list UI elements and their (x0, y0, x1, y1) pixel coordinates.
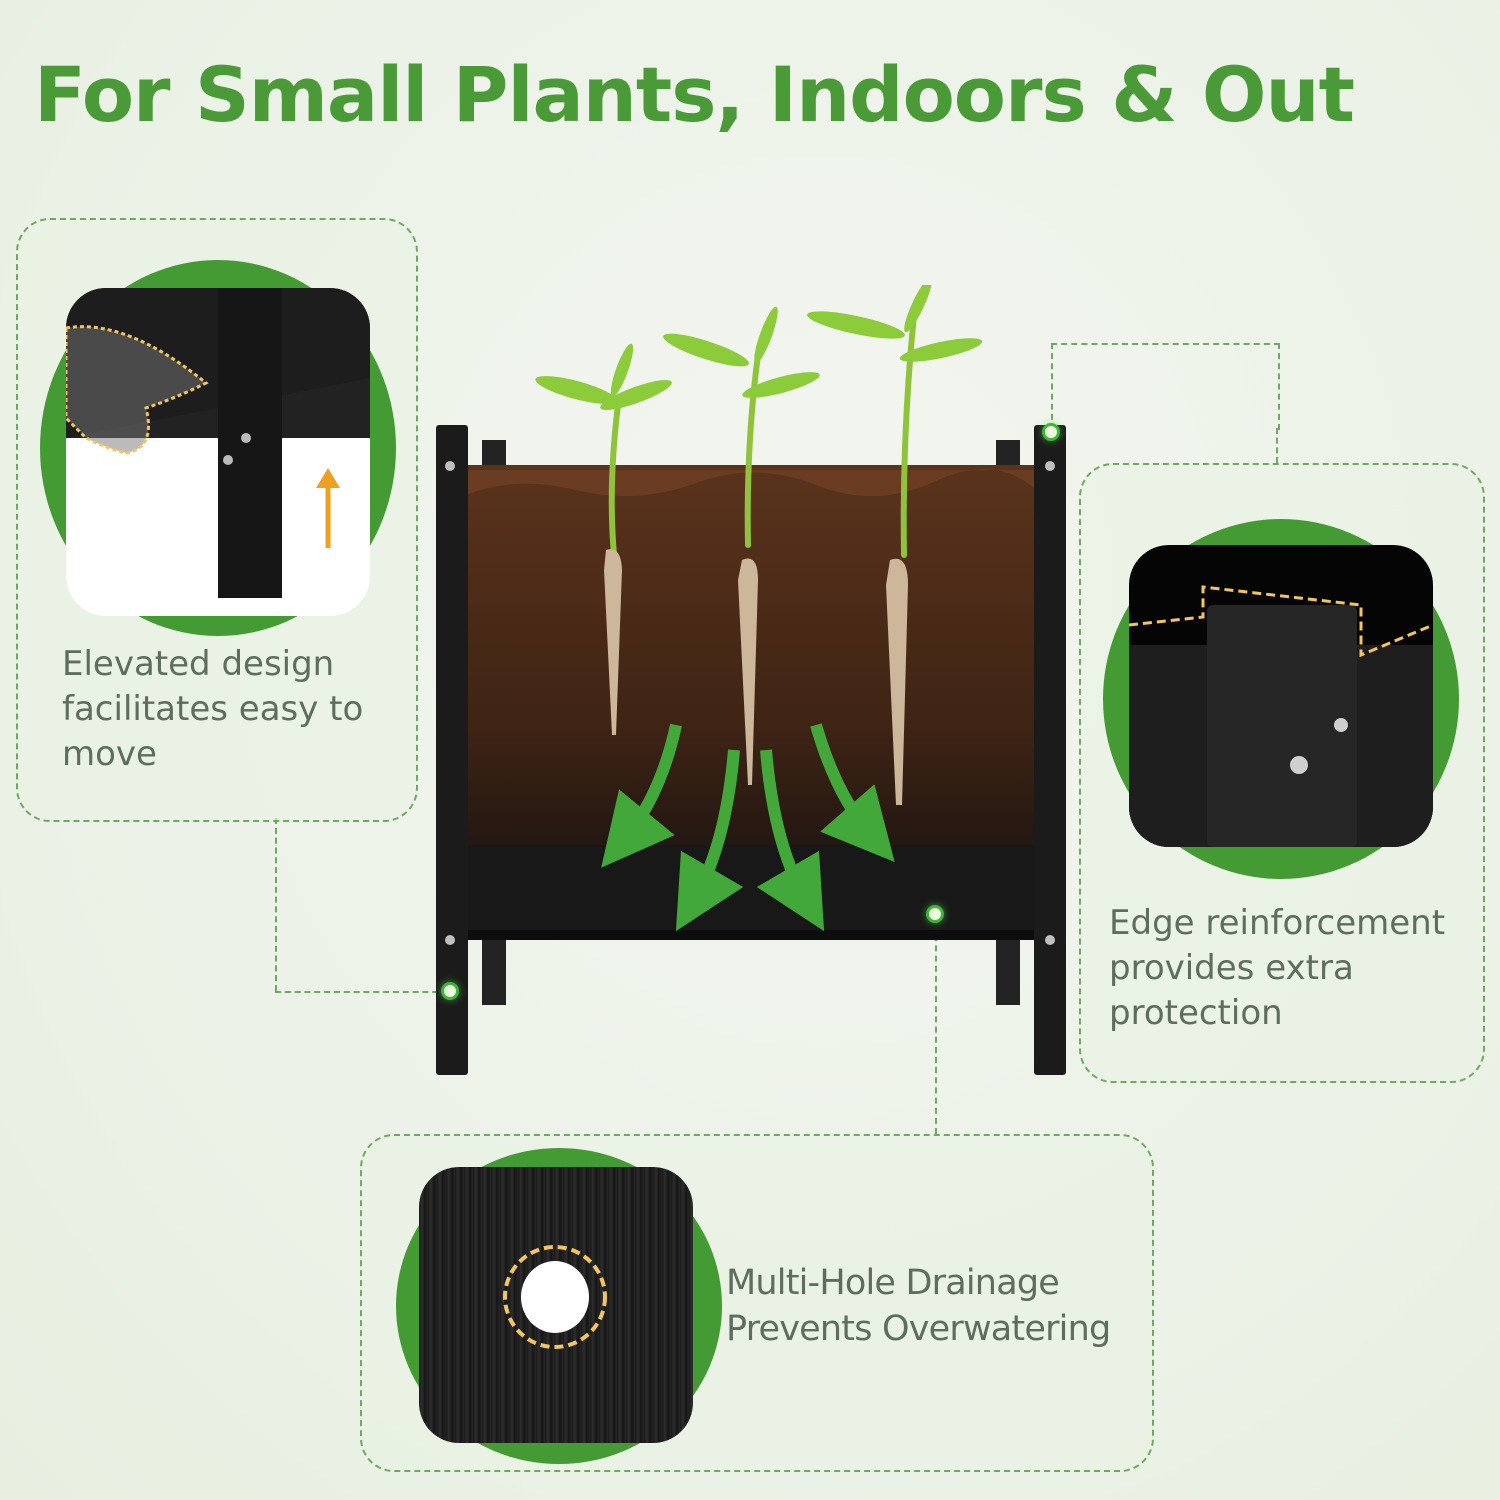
feature-text-edge: Edge reinforcement provides extra protec… (1109, 903, 1446, 1033)
feature-text-elevated: Elevated design facilitates easy to move (62, 644, 364, 774)
connector-left-h (275, 991, 448, 993)
page-headline: For Small Plants, Indoors & Out (34, 50, 1355, 139)
indicator-dot-right (1045, 426, 1057, 438)
planter-illustration (436, 277, 1066, 1075)
drainage-hole-highlight (503, 1245, 607, 1349)
connector-right (1051, 343, 1280, 430)
indicator-dot-bottom (929, 908, 941, 920)
indicator-dot-left (444, 985, 456, 997)
planter-product-image (436, 277, 1066, 1080)
corner-edge-closeup-image (1129, 545, 1433, 847)
leg-lift-closeup-image (66, 288, 370, 616)
feature-card-drainage: Multi-Hole Drainage Prevents Overwaterin… (360, 1134, 1154, 1472)
drainage-hole (521, 1261, 589, 1333)
feature-card-elevated: Elevated design facilitates easy to move (16, 218, 418, 822)
connector-bottom (935, 915, 937, 1134)
connector-right-v (1276, 428, 1278, 463)
drainage-hole-closeup-image (419, 1167, 693, 1443)
feature-text-drainage: Multi-Hole Drainage Prevents Overwaterin… (726, 1263, 1111, 1349)
feature-card-edge: Edge reinforcement provides extra protec… (1079, 463, 1485, 1083)
connector-left (275, 818, 277, 991)
